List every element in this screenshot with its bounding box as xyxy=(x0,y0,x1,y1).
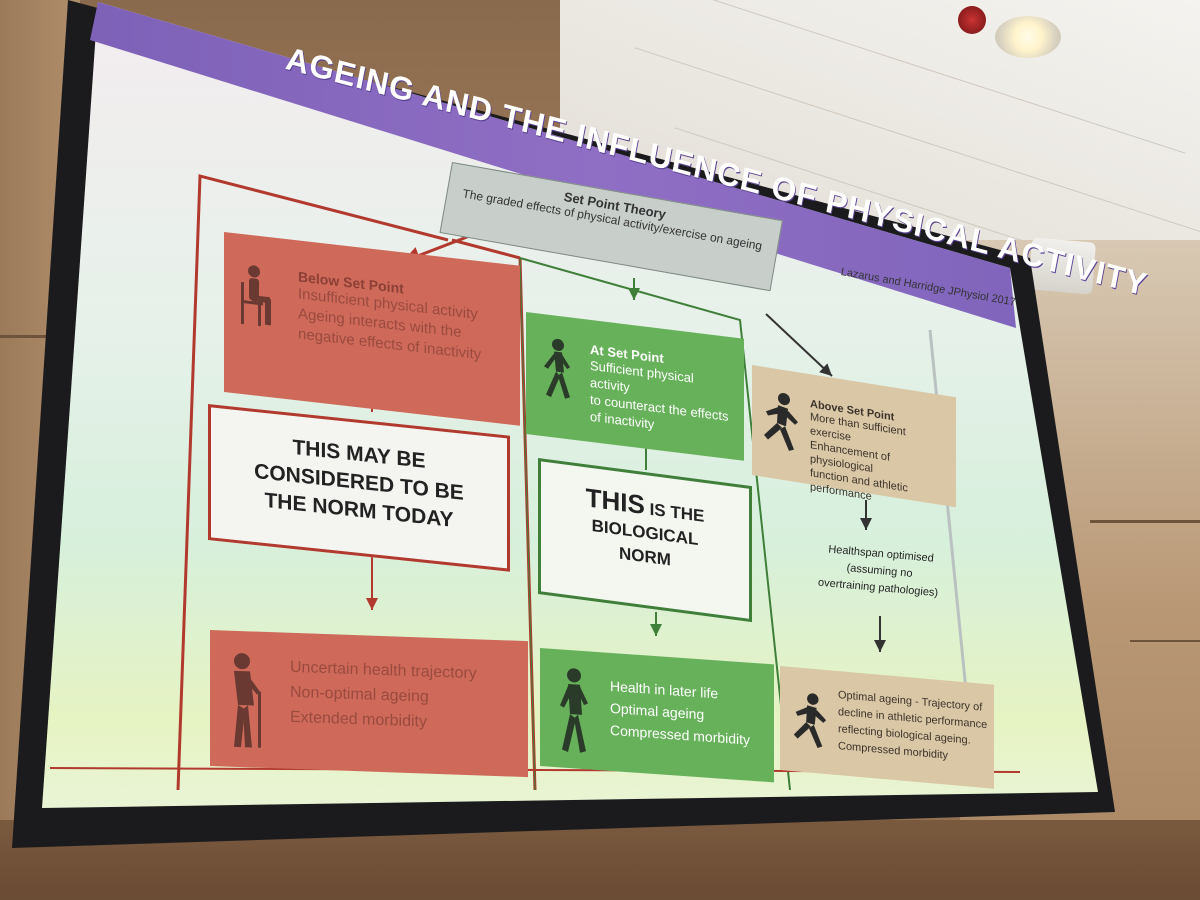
above-set-point-box: Above Set Point More than sufficient exe… xyxy=(752,365,956,508)
outcome-above-box: Optimal ageing - Trajectory of decline i… xyxy=(780,666,994,789)
running-person-icon xyxy=(760,388,800,458)
wall-panel-seam xyxy=(0,335,70,338)
running-person-icon xyxy=(790,683,828,762)
wall-panel-seam xyxy=(1130,640,1200,642)
below-set-point-box: Below Set Point Insufficient physical ac… xyxy=(224,232,520,426)
outcome-at-box: Health in later life Optimal ageing Comp… xyxy=(540,648,774,783)
ceiling-light-icon xyxy=(995,16,1061,58)
walking-person-icon xyxy=(536,335,576,404)
at-set-point-box: At Set Point Sufficient physical activit… xyxy=(526,312,744,461)
seated-person-icon xyxy=(238,262,278,331)
biological-norm-box: THIS IS THE BIOLOGICAL NORM xyxy=(538,458,752,623)
outcome-below-box: Uncertain health trajectory Non-optimal … xyxy=(210,630,528,778)
walking-person-icon xyxy=(554,665,594,756)
elderly-cane-person-icon xyxy=(224,650,268,752)
smoke-alarm-icon xyxy=(958,6,986,34)
wall-panel-seam xyxy=(1090,520,1200,523)
